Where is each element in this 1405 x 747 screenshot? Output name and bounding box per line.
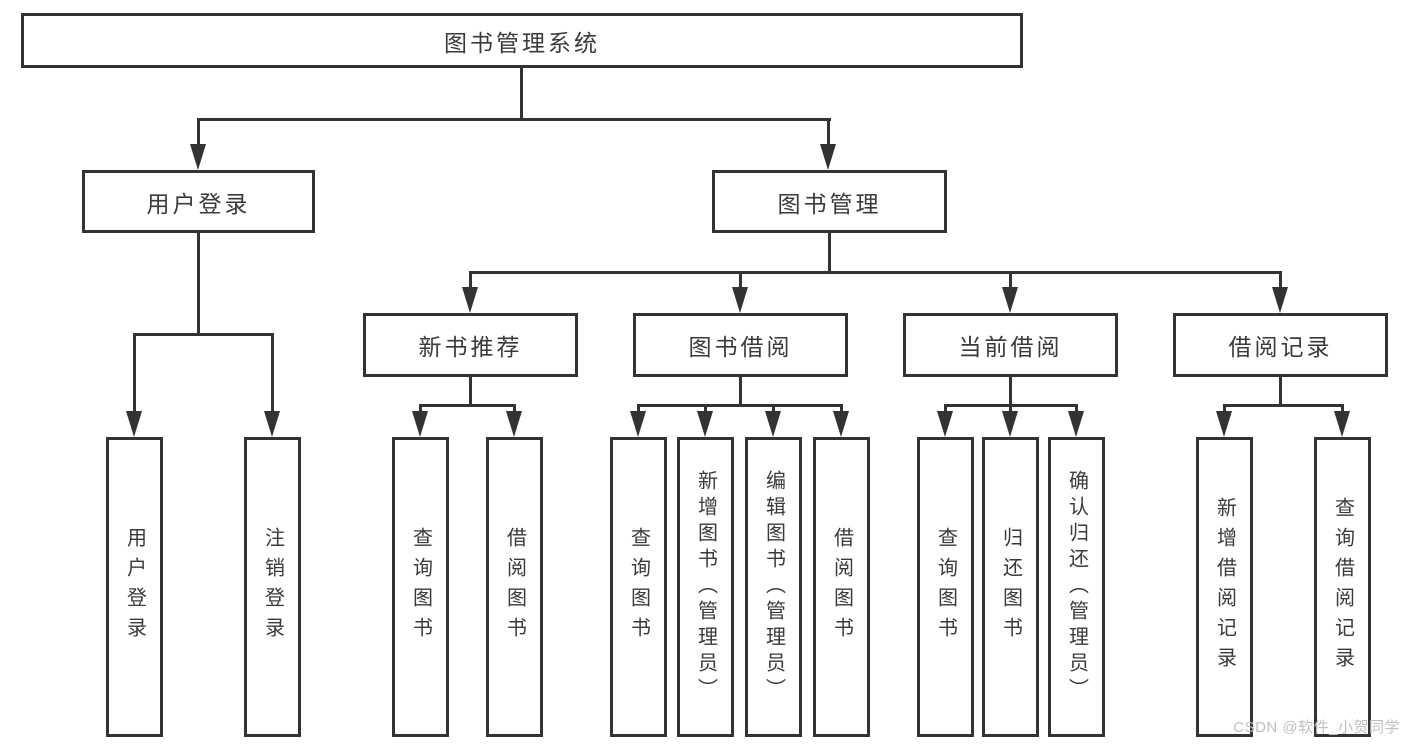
arrowhead-down-icon	[1216, 411, 1232, 437]
node-new-book-recommend-label: 新书推荐	[418, 334, 523, 360]
node-book-management-label: 图书管理	[777, 190, 882, 217]
leaf-newbooks-query-book: 查询图书	[392, 437, 449, 737]
arrowhead-down-icon	[462, 287, 478, 313]
connector-line	[271, 333, 274, 415]
node-borrow-records-label: 借阅记录	[1228, 334, 1333, 360]
arrowhead-down-icon	[630, 411, 646, 437]
leaf-borrow-book: 借阅图书	[813, 437, 870, 737]
arrowhead-down-icon	[412, 411, 428, 437]
connector-line	[637, 404, 843, 407]
arrowhead-down-icon	[765, 411, 781, 437]
connector-line	[739, 375, 742, 406]
connector-line	[469, 271, 1282, 274]
leaf-newbooks-borrow-book-label: 借阅图书	[503, 527, 526, 647]
arrowhead-down-icon	[732, 287, 748, 313]
leaf-add-book-admin: 新增图书（管理员）	[677, 437, 734, 737]
leaf-confirm-return-admin: 确认归还（管理员）	[1048, 437, 1105, 737]
connector-line	[197, 118, 831, 121]
leaf-user-login: 用户登录	[106, 437, 163, 737]
connector-line	[1279, 375, 1282, 406]
node-current-borrow: 当前借阅	[903, 313, 1118, 377]
leaf-logout-label: 注销登录	[261, 527, 284, 647]
csdn-watermark: CSDN @软件_小贺同学	[1233, 719, 1400, 736]
arrowhead-down-icon	[1002, 411, 1018, 437]
arrowhead-down-icon	[937, 411, 953, 437]
connector-line	[197, 118, 200, 150]
connector-line	[1009, 271, 1012, 293]
connector-line	[1009, 375, 1012, 406]
node-book-borrow: 图书借阅	[633, 313, 848, 377]
leaf-edit-book-admin: 编辑图书（管理员）	[745, 437, 802, 737]
arrowhead-down-icon	[1068, 411, 1084, 437]
leaf-edit-book-admin-label: 编辑图书（管理员）	[762, 470, 785, 704]
leaf-user-login-label: 用户登录	[123, 527, 146, 647]
leaf-current-query-book: 查询图书	[917, 437, 974, 737]
node-borrow-records: 借阅记录	[1173, 313, 1388, 377]
connector-line	[419, 404, 516, 407]
node-book-management: 图书管理	[712, 170, 947, 233]
leaf-newbooks-query-book-label: 查询图书	[409, 527, 432, 647]
node-new-book-recommend: 新书推荐	[363, 313, 578, 377]
connector-line	[133, 333, 274, 336]
connector-line	[1223, 404, 1344, 407]
leaf-logout: 注销登录	[244, 437, 301, 737]
arrowhead-down-icon	[820, 144, 836, 170]
connector-line	[469, 375, 472, 406]
node-root: 图书管理系统	[21, 13, 1023, 68]
leaf-newbooks-borrow-book: 借阅图书	[486, 437, 543, 737]
connector-line	[739, 271, 742, 293]
connector-line	[827, 118, 830, 150]
connector-line	[197, 231, 200, 336]
arrowhead-down-icon	[1272, 287, 1288, 313]
node-book-borrow-label: 图书借阅	[688, 334, 793, 360]
connector-line	[828, 231, 831, 273]
connector-line	[1279, 271, 1282, 293]
leaf-return-book: 归还图书	[982, 437, 1039, 737]
arrowhead-down-icon	[1002, 287, 1018, 313]
arrowhead-down-icon	[1334, 411, 1350, 437]
leaf-query-borrow-record: 查询借阅记录	[1314, 437, 1371, 737]
node-current-borrow-label: 当前借阅	[958, 334, 1063, 360]
leaf-borrow-book-label: 借阅图书	[830, 527, 853, 647]
node-root-label: 图书管理系统	[444, 29, 600, 56]
leaf-current-query-book-label: 查询图书	[934, 527, 957, 647]
arrowhead-down-icon	[506, 411, 522, 437]
node-user-login-label: 用户登录	[146, 190, 251, 217]
connector-line	[469, 271, 472, 293]
arrowhead-down-icon	[190, 144, 206, 170]
leaf-borrow-query-book: 查询图书	[610, 437, 667, 737]
connector-line	[520, 66, 523, 120]
leaf-borrow-query-book-label: 查询图书	[627, 527, 650, 647]
arrowhead-down-icon	[697, 411, 713, 437]
node-user-login: 用户登录	[82, 170, 315, 233]
arrowhead-down-icon	[126, 411, 142, 437]
leaf-confirm-return-admin-label: 确认归还（管理员）	[1065, 470, 1088, 704]
connector-line	[133, 333, 136, 415]
leaf-add-borrow-record: 新增借阅记录	[1196, 437, 1253, 737]
leaf-return-book-label: 归还图书	[999, 527, 1022, 647]
leaf-query-borrow-record-label: 查询借阅记录	[1331, 497, 1354, 677]
leaf-add-book-admin-label: 新增图书（管理员）	[694, 470, 717, 704]
leaf-add-borrow-record-label: 新增借阅记录	[1213, 497, 1236, 677]
arrowhead-down-icon	[833, 411, 849, 437]
arrowhead-down-icon	[264, 411, 280, 437]
